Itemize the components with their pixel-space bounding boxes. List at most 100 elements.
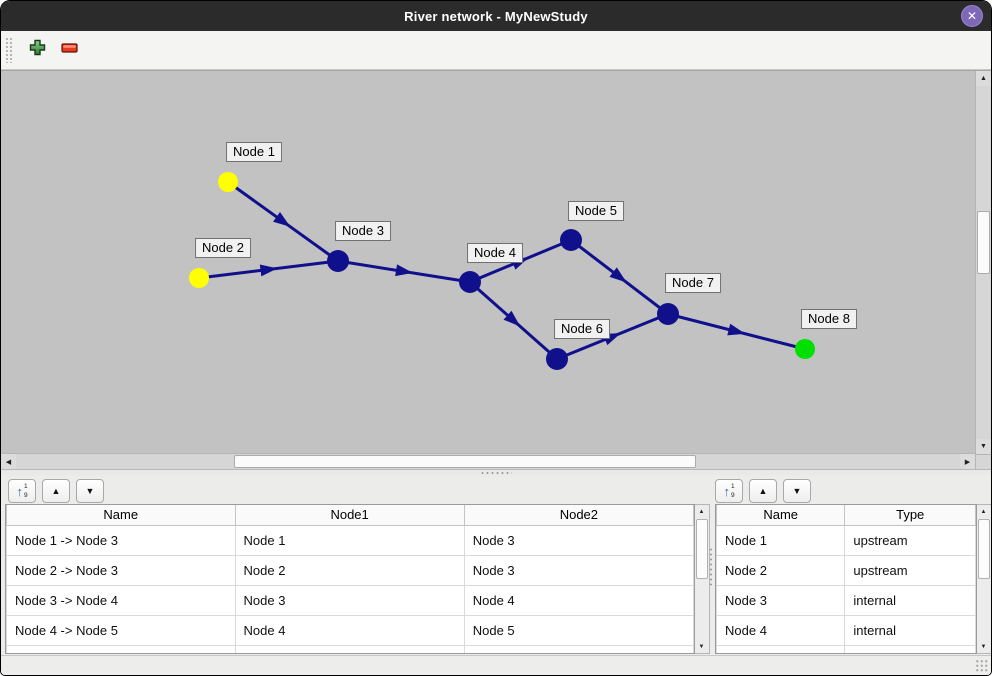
scroll-right-icon[interactable]: ▶	[960, 454, 975, 469]
move-up-icon: ▲	[51, 486, 61, 496]
column-header[interactable]: Type	[844, 505, 976, 526]
table-cell[interactable]: Node 3 -> Node 4	[6, 584, 236, 616]
table-cell[interactable]: Node 2 -> Node 3	[6, 554, 236, 586]
table-cell[interactable]	[716, 644, 846, 653]
vertical-splitter[interactable]	[709, 547, 714, 587]
network-node[interactable]	[657, 303, 679, 325]
table-cell[interactable]: Node 3	[463, 524, 694, 556]
node-label[interactable]: Node 4	[467, 243, 523, 263]
canvas-vertical-scrollbar[interactable]: ▲ ▼	[976, 71, 991, 454]
nodes-scroll-thumb[interactable]	[978, 519, 990, 579]
canvas-area: Node 1 Node 2 Node 3 Node 4 Node 5 Node 6 Node…	[1, 70, 991, 469]
resize-grip-icon[interactable]	[975, 659, 988, 672]
table-cell[interactable]: Node 2	[234, 554, 465, 586]
table-cell[interactable]: Node 3	[716, 584, 846, 616]
horizontal-splitter[interactable]	[1, 469, 991, 475]
node-label[interactable]: Node 5	[568, 201, 624, 221]
scroll-down-icon[interactable]: ▼	[695, 640, 708, 653]
table-row[interactable]	[716, 644, 976, 653]
table-cell[interactable]: Node 1	[716, 524, 846, 556]
network-node[interactable]	[189, 268, 209, 288]
table-cell[interactable]: Node 4 -> Node 5	[6, 614, 236, 646]
table-cell[interactable]: Node 4	[234, 614, 465, 646]
nodes-move-down-button[interactable]: ▼	[783, 479, 811, 503]
links-move-up-button[interactable]: ▲	[42, 479, 70, 503]
close-button[interactable]: ✕	[961, 5, 983, 27]
scroll-up-icon[interactable]: ▲	[695, 505, 708, 518]
remove-node-button[interactable]	[57, 37, 83, 63]
links-move-down-button[interactable]: ▼	[76, 479, 104, 503]
node-label[interactable]: Node 7	[665, 273, 721, 293]
network-canvas[interactable]: Node 1 Node 2 Node 3 Node 4 Node 5 Node 6 Node…	[1, 71, 975, 453]
edge-arrow-icon	[609, 267, 627, 283]
network-node[interactable]	[795, 339, 815, 359]
table-cell[interactable]: Node 2	[716, 554, 846, 586]
scroll-down-icon[interactable]: ▼	[976, 439, 991, 454]
column-header[interactable]: Node2	[463, 505, 694, 526]
table-cell[interactable]: upstream	[844, 554, 976, 586]
toolbar-drag-handle[interactable]	[5, 37, 14, 63]
node-label[interactable]: Node 1	[226, 142, 282, 162]
scrollbar-corner	[976, 454, 991, 469]
canvas-horizontal-scrollbar[interactable]: ◀ ▶	[1, 453, 975, 469]
nodes-table-scrollbar[interactable]: ▲ ▼	[977, 504, 991, 654]
scroll-up-icon[interactable]: ▲	[977, 505, 990, 518]
nodes-move-up-button[interactable]: ▲	[749, 479, 777, 503]
move-down-icon: ▼	[792, 486, 802, 496]
scroll-up-icon[interactable]: ▲	[976, 71, 991, 86]
network-node[interactable]	[218, 172, 238, 192]
table-cell[interactable]: upstream	[844, 524, 976, 556]
titlebar: River network - MyNewStudy ✕	[1, 1, 991, 31]
network-node[interactable]	[546, 348, 568, 370]
column-header[interactable]: Name	[716, 505, 846, 526]
edge-arrow-icon	[503, 310, 521, 327]
table-cell[interactable]: Node 1	[234, 524, 465, 556]
node-label[interactable]: Node 8	[801, 309, 857, 329]
table-cell[interactable]	[463, 644, 694, 653]
node-label[interactable]: Node 3	[335, 221, 391, 241]
table-cell[interactable]: internal	[844, 614, 976, 646]
links-scroll-thumb[interactable]	[696, 519, 708, 579]
table-cell[interactable]: Node 3	[463, 554, 694, 586]
table-cell[interactable]: Node 5	[463, 614, 694, 646]
table-cell[interactable]: Node 1 -> Node 3	[6, 524, 236, 556]
network-node[interactable]	[327, 250, 349, 272]
table-cell[interactable]	[6, 644, 236, 653]
table-cell[interactable]	[234, 644, 465, 653]
horizontal-scroll-thumb[interactable]	[234, 455, 696, 468]
node-label[interactable]: Node 2	[195, 238, 251, 258]
vertical-scroll-thumb[interactable]	[977, 211, 990, 274]
links-table-scrollbar[interactable]: ▲ ▼	[695, 504, 710, 654]
table-cell[interactable]: Node 4	[716, 614, 846, 646]
table-row[interactable]	[6, 644, 694, 653]
remove-icon	[61, 41, 79, 59]
column-header[interactable]: Node1	[234, 505, 465, 526]
table-cell[interactable]	[844, 644, 976, 653]
scroll-left-icon[interactable]: ◀	[1, 454, 16, 469]
table-cell[interactable]: Node 4	[463, 584, 694, 616]
scroll-down-icon[interactable]: ▼	[977, 640, 990, 653]
network-node[interactable]	[560, 229, 582, 251]
node-label[interactable]: Node 6	[554, 319, 610, 339]
edge-arrow-icon	[727, 323, 746, 336]
network-node[interactable]	[459, 271, 481, 293]
table-cell[interactable]: internal	[844, 584, 976, 616]
add-node-button[interactable]	[24, 37, 50, 63]
column-header[interactable]: Name	[6, 505, 236, 526]
table-cell[interactable]: Node 3	[234, 584, 465, 616]
network-svg	[189, 172, 815, 370]
